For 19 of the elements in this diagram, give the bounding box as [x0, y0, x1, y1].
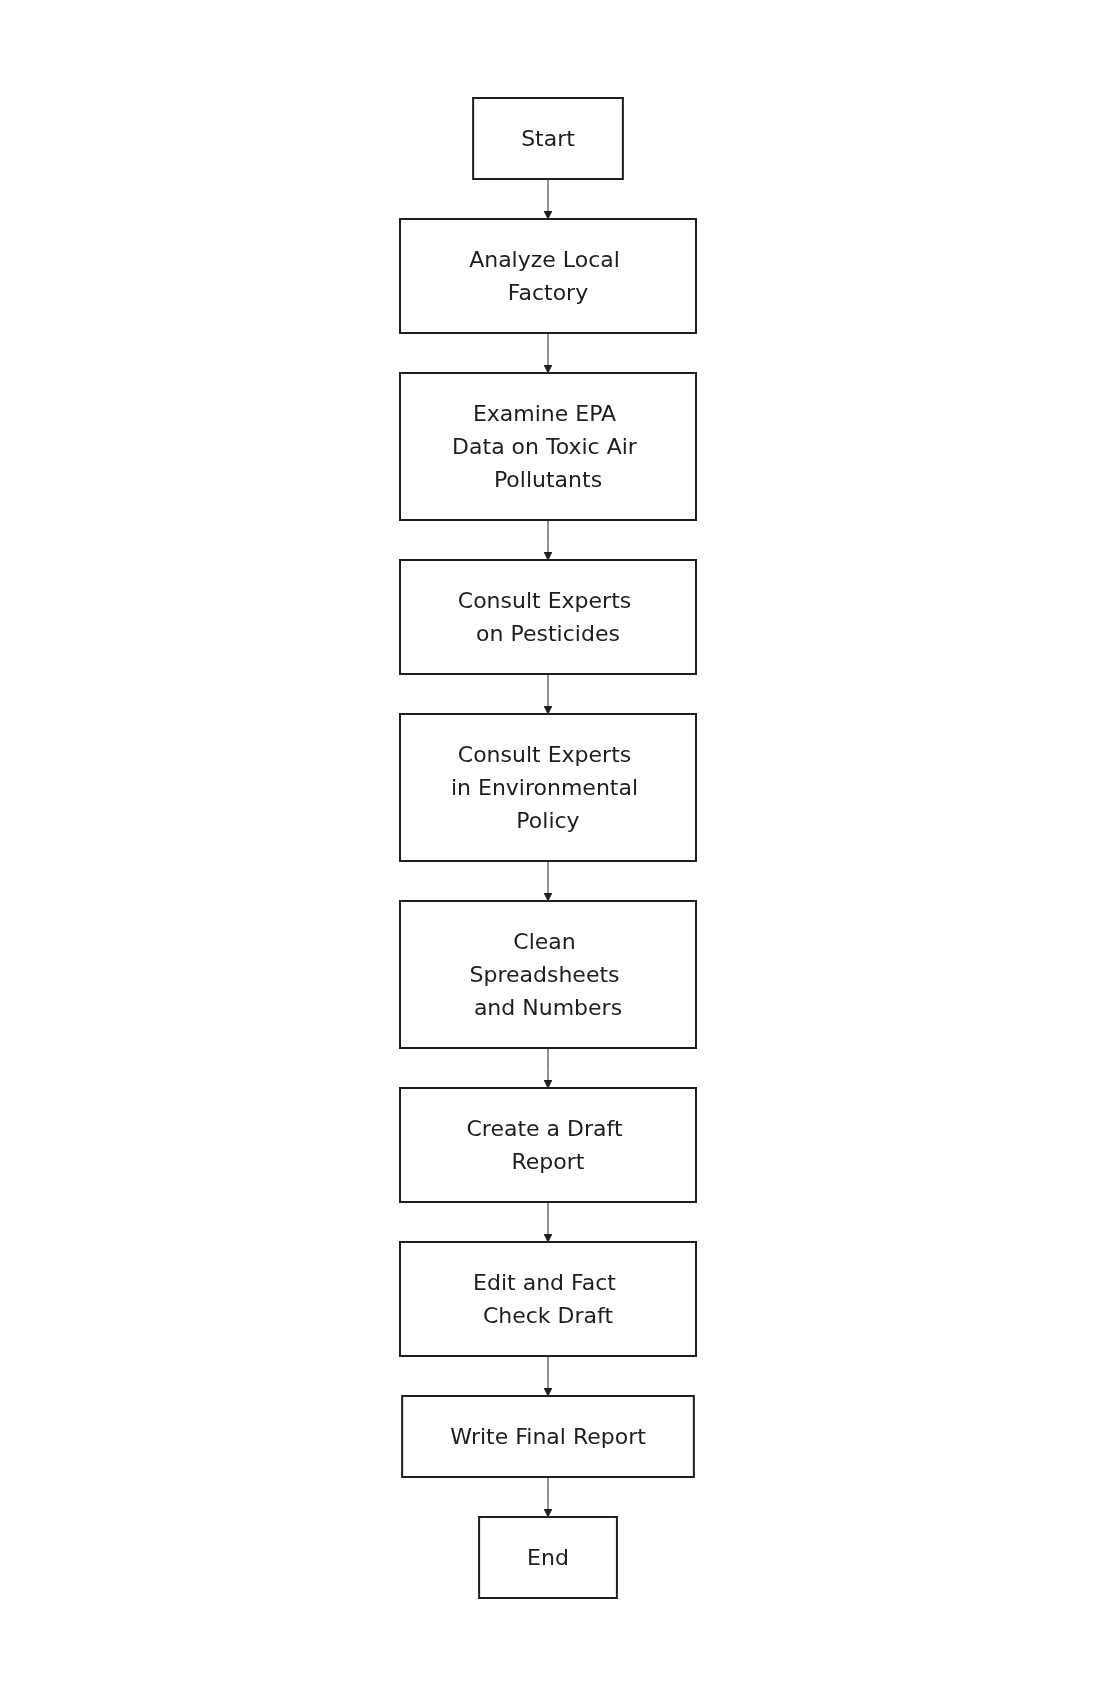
node-box: Clean Spreadsheets and Numbers — [399, 900, 697, 1049]
arrow — [543, 1476, 553, 1518]
node-box: Analyze Local Factory — [399, 218, 697, 334]
arrow — [543, 519, 553, 561]
arrow — [543, 1201, 553, 1243]
arrow — [543, 860, 553, 902]
node-box: Consult Experts on Pesticides — [399, 559, 697, 675]
arrow — [543, 673, 553, 715]
arrow — [543, 1355, 553, 1397]
arrow — [543, 332, 553, 374]
node-box: Create a Draft Report — [399, 1087, 697, 1203]
node-box: Examine EPA Data on Toxic Air Pollutants — [399, 372, 697, 521]
node-box: Consult Experts in Environmental Policy — [399, 713, 697, 862]
arrow — [543, 1047, 553, 1089]
node-box: End — [478, 1516, 618, 1599]
arrow — [543, 178, 553, 220]
node-box: Edit and Fact Check Draft — [399, 1241, 697, 1357]
node-box: Start — [472, 97, 624, 180]
node-box: Write Final Report — [401, 1395, 695, 1478]
